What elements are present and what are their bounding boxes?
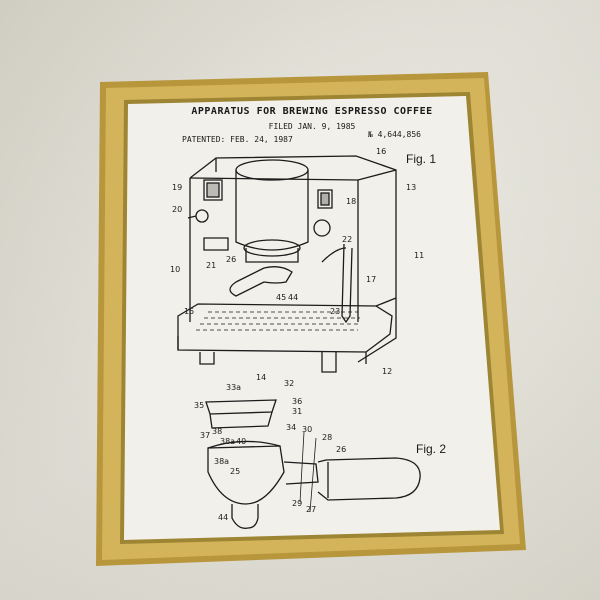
svg-text:35: 35: [194, 401, 204, 410]
svg-text:29: 29: [292, 499, 302, 508]
svg-text:38a: 38a: [214, 457, 229, 466]
patented-date: PATENTED: FEB. 24, 1987: [182, 135, 293, 144]
svg-text:45: 45: [276, 293, 286, 302]
svg-text:21: 21: [206, 261, 216, 270]
svg-text:17: 17: [366, 275, 376, 284]
svg-text:22: 22: [342, 235, 352, 244]
svg-text:31: 31: [292, 407, 302, 416]
svg-text:27: 27: [306, 505, 316, 514]
svg-text:10: 10: [170, 265, 180, 274]
svg-text:11: 11: [414, 251, 424, 260]
svg-text:32: 32: [284, 379, 294, 388]
svg-text:15: 15: [184, 307, 194, 316]
svg-text:36: 36: [292, 397, 302, 406]
svg-text:30: 30: [302, 425, 312, 434]
svg-text:28: 28: [322, 433, 332, 442]
svg-text:33a: 33a: [226, 383, 241, 392]
filed-date: FILED JAN. 9, 1985: [268, 122, 356, 131]
svg-text:44: 44: [288, 293, 298, 302]
fig1-label: Fig. 1: [406, 152, 437, 166]
svg-text:38a: 38a: [220, 437, 235, 446]
svg-text:20: 20: [172, 205, 182, 214]
fig2-label: Fig. 2: [416, 442, 447, 456]
svg-text:38: 38: [212, 427, 222, 436]
svg-text:14: 14: [256, 373, 266, 382]
svg-text:23: 23: [330, 307, 340, 316]
svg-text:18: 18: [346, 197, 356, 206]
fig1-drawing: [177, 155, 397, 373]
svg-text:26: 26: [226, 255, 236, 264]
svg-text:37: 37: [200, 431, 210, 440]
svg-text:19: 19: [172, 183, 182, 192]
svg-text:26: 26: [336, 445, 346, 454]
svg-text:25: 25: [230, 467, 240, 476]
svg-text:40: 40: [236, 437, 246, 446]
svg-text:13: 13: [406, 183, 416, 192]
fig2-drawing: [205, 399, 421, 529]
svg-text:16: 16: [376, 147, 386, 156]
svg-text:34: 34: [286, 423, 296, 432]
drip-tray-grid: [196, 311, 360, 331]
svg-text:44: 44: [218, 513, 228, 522]
svg-text:12: 12: [382, 367, 392, 376]
poster-title: APPARATUS FOR BREWING ESPRESSO COFFEE: [191, 106, 433, 117]
patent-number: № 4,644,856: [368, 130, 421, 139]
